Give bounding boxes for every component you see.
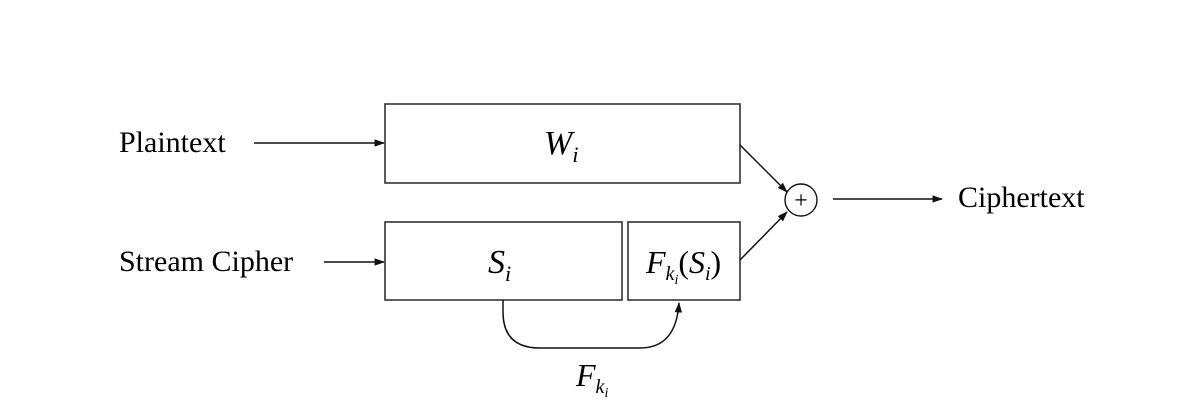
plaintext-label: Plaintext — [119, 126, 226, 159]
stream-cipher-label: Stream Cipher — [119, 245, 293, 278]
w-to-xor-arrow — [739, 144, 788, 193]
xor-symbol: + — [794, 188, 808, 214]
ciphertext-label: Ciphertext — [958, 181, 1085, 214]
s-block-label: Si — [488, 244, 511, 286]
w-block-label: Wi — [544, 125, 578, 167]
f-to-xor-arrow — [739, 211, 788, 261]
feedback-label: Fki — [575, 357, 608, 401]
xor-operator: + — [784, 183, 818, 217]
f-of-s-block-label: Fki(Si) — [645, 244, 721, 288]
f-of-s-block — [627, 221, 741, 301]
w-block — [384, 103, 741, 184]
feedback-curve-arrow — [502, 300, 683, 349]
